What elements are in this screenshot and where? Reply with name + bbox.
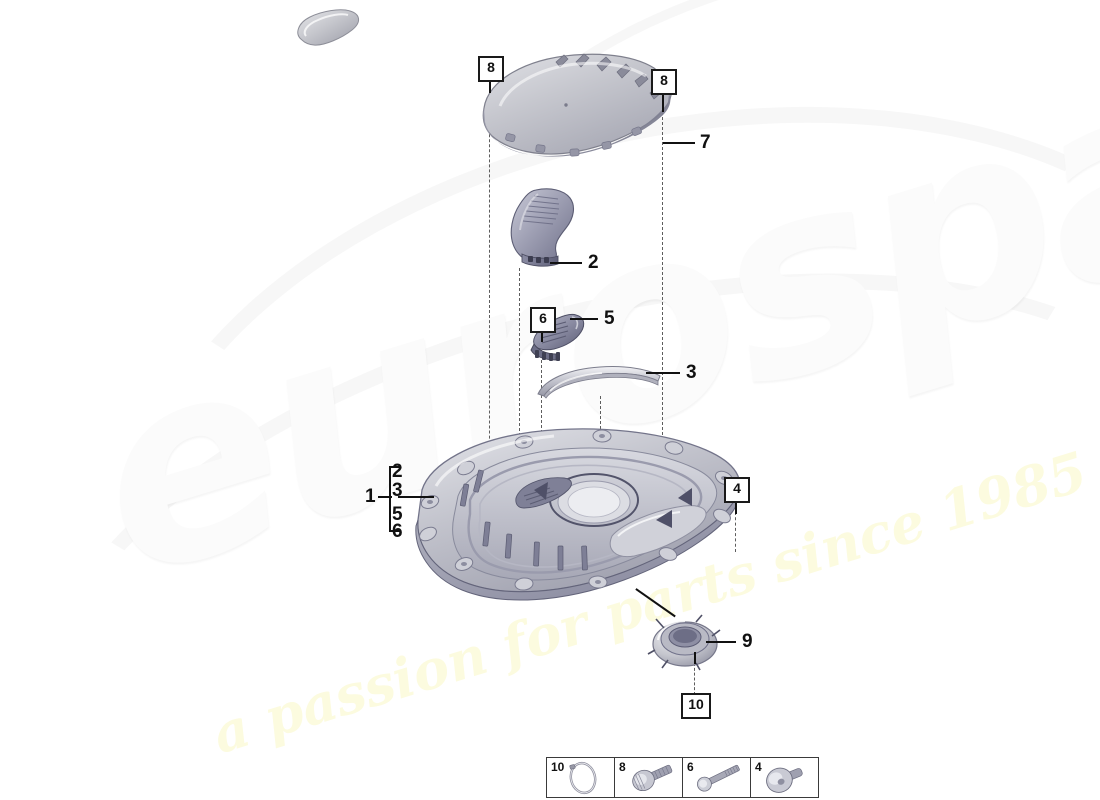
push-rivet-icon — [766, 767, 803, 793]
legend-cell-push-rivet[interactable]: 4 — [750, 757, 819, 798]
label-3[interactable]: 3 — [686, 362, 697, 383]
long-bolt-icon — [697, 764, 740, 792]
bracket-group-1 — [389, 466, 400, 532]
bracket-member-2[interactable]: 2 — [392, 461, 403, 482]
pan-head-screw-icon — [632, 764, 673, 792]
leader-callout-6 — [541, 330, 543, 342]
main-housing-frame[interactable] — [406, 424, 750, 606]
bracket-member-3[interactable]: 3 — [392, 480, 403, 501]
callout-8-right[interactable]: 8 — [651, 69, 677, 95]
leader-7 — [663, 142, 695, 144]
label-7[interactable]: 7 — [700, 132, 711, 153]
axis-line-8-left — [489, 79, 490, 534]
leader-callout-8-left — [489, 79, 491, 93]
leader-1-to-part — [398, 496, 434, 498]
callout-8-left[interactable]: 8 — [478, 56, 504, 82]
legend-number: 6 — [687, 760, 694, 774]
legend-number: 4 — [755, 760, 762, 774]
leader-9 — [706, 641, 736, 643]
grommet-collar[interactable] — [647, 614, 721, 671]
leader-callout-8-right — [662, 92, 664, 112]
leader-1 — [378, 496, 392, 498]
label-9[interactable]: 9 — [742, 631, 753, 652]
curved-trim-strip[interactable] — [534, 364, 664, 400]
callout-10[interactable]: 10 — [681, 693, 711, 719]
leader-callout-10 — [694, 652, 696, 664]
label-1[interactable]: 1 — [365, 486, 376, 507]
legend-cell-o-ring[interactable]: 10 — [546, 757, 615, 798]
axis-line-10 — [694, 663, 695, 695]
callout-4[interactable]: 4 — [724, 477, 750, 503]
vented-duct-panel[interactable] — [508, 186, 586, 268]
small-clip-part[interactable] — [292, 6, 366, 50]
legend-cell-long-bolt[interactable]: 6 — [682, 757, 751, 798]
label-5[interactable]: 5 — [604, 308, 615, 329]
legend-number: 10 — [551, 760, 565, 774]
bracket-member-6[interactable]: 6 — [392, 521, 403, 542]
axis-line-8-right — [662, 92, 663, 490]
bracket-member-5[interactable]: 5 — [392, 504, 403, 525]
legend-cell-pan-head-screw[interactable]: 8 — [614, 757, 683, 798]
upper-cover-shell[interactable] — [478, 50, 678, 175]
label-2[interactable]: 2 — [588, 252, 599, 273]
leader-2 — [550, 262, 582, 264]
legend-strip: 10 8 — [546, 757, 819, 798]
axis-line-4 — [735, 512, 736, 552]
leader-5 — [570, 318, 598, 320]
leader-3 — [646, 372, 680, 374]
o-ring-icon — [569, 761, 597, 795]
legend-number: 8 — [619, 760, 626, 774]
axis-line-2 — [519, 268, 520, 526]
callout-6[interactable]: 6 — [530, 307, 556, 333]
leader-callout-4 — [735, 500, 737, 514]
